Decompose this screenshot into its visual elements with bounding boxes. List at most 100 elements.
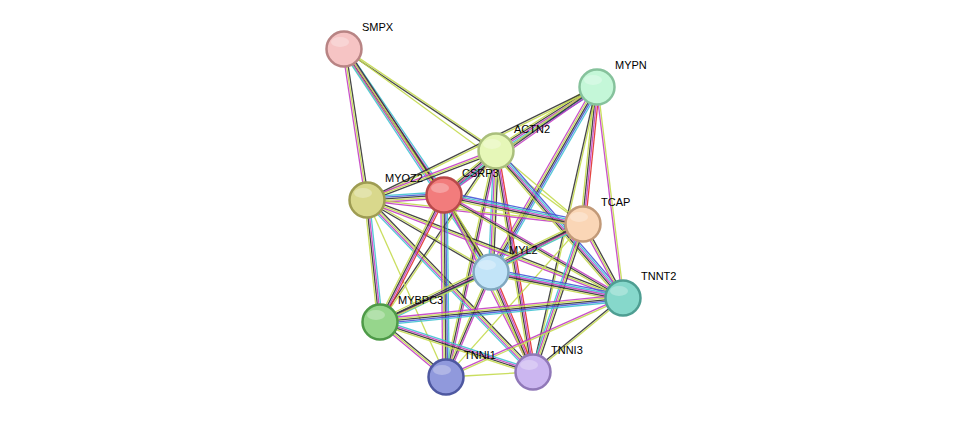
evidence-line	[383, 94, 581, 191]
interaction-edge	[383, 94, 581, 193]
interaction-edge	[464, 373, 515, 376]
node-circle	[514, 353, 552, 391]
protein-label: MYBPC3	[398, 294, 443, 307]
interaction-edge	[396, 279, 475, 316]
interaction-edge	[385, 193, 426, 202]
interaction-edge	[590, 239, 616, 283]
interaction-edge	[510, 163, 569, 213]
evidence-line	[508, 165, 611, 285]
node-circle	[477, 132, 515, 170]
evidence-line	[593, 239, 616, 281]
node-circle	[604, 279, 642, 317]
evidence-line	[537, 240, 576, 354]
evidence-line	[390, 212, 438, 307]
evidence-line	[367, 218, 376, 304]
protein-label: MYL2	[509, 244, 538, 257]
evidence-line	[546, 309, 608, 360]
protein-label: CSRP3	[462, 167, 499, 180]
evidence-line	[505, 167, 609, 287]
evidence-line	[460, 204, 608, 289]
evidence-line	[398, 325, 517, 364]
evidence-line	[547, 310, 609, 361]
evidence-line	[441, 213, 443, 359]
evidence-line	[389, 211, 437, 306]
node-circle	[564, 205, 602, 243]
node-circle	[427, 358, 465, 396]
evidence-line	[397, 327, 516, 366]
protein-node: SMPX	[325, 30, 363, 68]
interaction-edge	[367, 218, 381, 305]
evidence-line	[508, 277, 605, 296]
protein-label: ACTN2	[514, 123, 550, 136]
node-circle	[348, 181, 386, 219]
protein-label: TCAP	[601, 196, 630, 209]
interaction-edge	[393, 332, 433, 366]
interaction-edge	[508, 272, 606, 297]
evidence-line	[348, 67, 366, 182]
evidence-line	[582, 105, 592, 206]
interaction-edge	[345, 67, 366, 183]
evidence-line	[507, 233, 567, 264]
evidence-line	[356, 63, 483, 256]
evidence-line	[356, 63, 436, 179]
node-circle	[325, 30, 363, 68]
protein-node: TNNI3	[514, 353, 552, 391]
interaction-edge	[386, 210, 438, 307]
evidence-line	[507, 166, 610, 286]
protein-node: MYBPC3	[361, 303, 399, 341]
node-circle	[578, 68, 616, 106]
interaction-edge	[505, 163, 613, 287]
interaction-edge	[546, 309, 609, 361]
interaction-edge	[461, 196, 566, 224]
evidence-line	[600, 105, 622, 280]
evidence-line	[508, 279, 605, 298]
protein-label: TNNI1	[464, 349, 496, 362]
evidence-line	[590, 241, 613, 283]
protein-label: MYOZ2	[385, 172, 423, 185]
protein-label: MYPN	[615, 59, 647, 72]
evidence-line	[462, 199, 566, 221]
protein-node: MYOZ2	[348, 181, 386, 219]
evidence-line	[345, 67, 363, 182]
evidence-line	[459, 205, 607, 290]
interaction-edge	[352, 63, 436, 182]
interaction-edge	[598, 105, 621, 280]
evidence-line	[592, 240, 615, 282]
protein-node: TNNI1	[427, 358, 465, 396]
evidence-line	[509, 276, 606, 295]
evidence-line	[368, 218, 377, 304]
evidence-line	[497, 289, 525, 356]
evidence-line	[500, 288, 528, 355]
protein-label: SMPX	[362, 21, 393, 34]
protein-node: MYPN	[578, 68, 616, 106]
node-circle	[472, 253, 510, 291]
evidence-line	[510, 163, 569, 213]
interaction-edge	[459, 203, 608, 291]
protein-node: MYL2	[472, 253, 510, 291]
protein-label: TNNT2	[641, 270, 676, 283]
evidence-line	[499, 288, 527, 355]
evidence-line	[464, 373, 515, 376]
evidence-line	[507, 232, 567, 263]
evidence-line	[461, 200, 565, 222]
evidence-line	[496, 290, 524, 357]
evidence-line	[347, 67, 365, 182]
evidence-line	[355, 64, 482, 257]
evidence-line	[461, 202, 565, 224]
evidence-line	[396, 279, 474, 314]
protein-node: CSRP3	[425, 176, 463, 214]
evidence-line	[538, 241, 577, 355]
protein-node: TNNT2	[604, 279, 642, 317]
protein-label: TNNI3	[551, 344, 583, 357]
evidence-line	[509, 164, 612, 284]
node-circle	[361, 303, 399, 341]
evidence-line	[396, 231, 567, 313]
evidence-line	[384, 96, 582, 193]
evidence-line	[387, 211, 435, 306]
evidence-line	[386, 210, 434, 305]
protein-node: ACTN2	[477, 132, 515, 170]
evidence-line	[509, 274, 606, 293]
node-circle	[425, 176, 463, 214]
evidence-line	[541, 242, 580, 356]
